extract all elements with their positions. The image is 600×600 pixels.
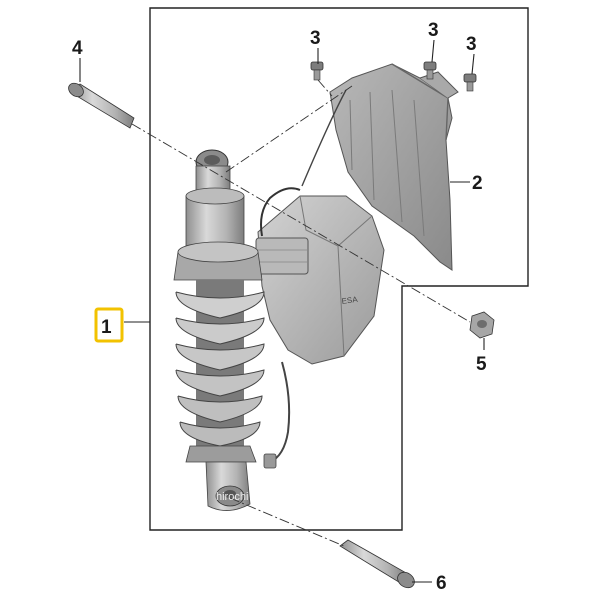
bolt-3-middle [423, 61, 437, 80]
callout-3-middle[interactable]: 3 [428, 20, 439, 41]
callout-6[interactable]: 6 [436, 573, 447, 594]
axis-lines [131, 79, 471, 547]
svg-text:ESA: ESA [341, 295, 359, 306]
callout-1[interactable]: 1 [101, 317, 112, 338]
coil-spring [175, 291, 265, 447]
callout-1-highlight [94, 307, 124, 343]
leader-lines [79, 39, 485, 583]
wire-lower [269, 361, 291, 463]
wire-to-bracket [301, 89, 347, 187]
nut-5 [469, 311, 495, 339]
watermark: hirochi [216, 491, 248, 503]
bolt-3-left [310, 61, 324, 81]
callout-3-left[interactable]: 3 [310, 28, 321, 49]
bolt-6 [339, 539, 415, 589]
callout-3-right[interactable]: 3 [466, 34, 477, 55]
bolt-3-right [463, 73, 477, 92]
bolt-4 [68, 82, 135, 129]
damper-control-unit: ESA [255, 195, 385, 365]
callout-4[interactable]: 4 [72, 38, 83, 59]
wire-upper [260, 187, 301, 237]
shock-absorber [173, 149, 277, 511]
callout-5[interactable]: 5 [476, 354, 487, 375]
callout-2[interactable]: 2 [472, 173, 483, 194]
assembly-outline [149, 7, 529, 531]
